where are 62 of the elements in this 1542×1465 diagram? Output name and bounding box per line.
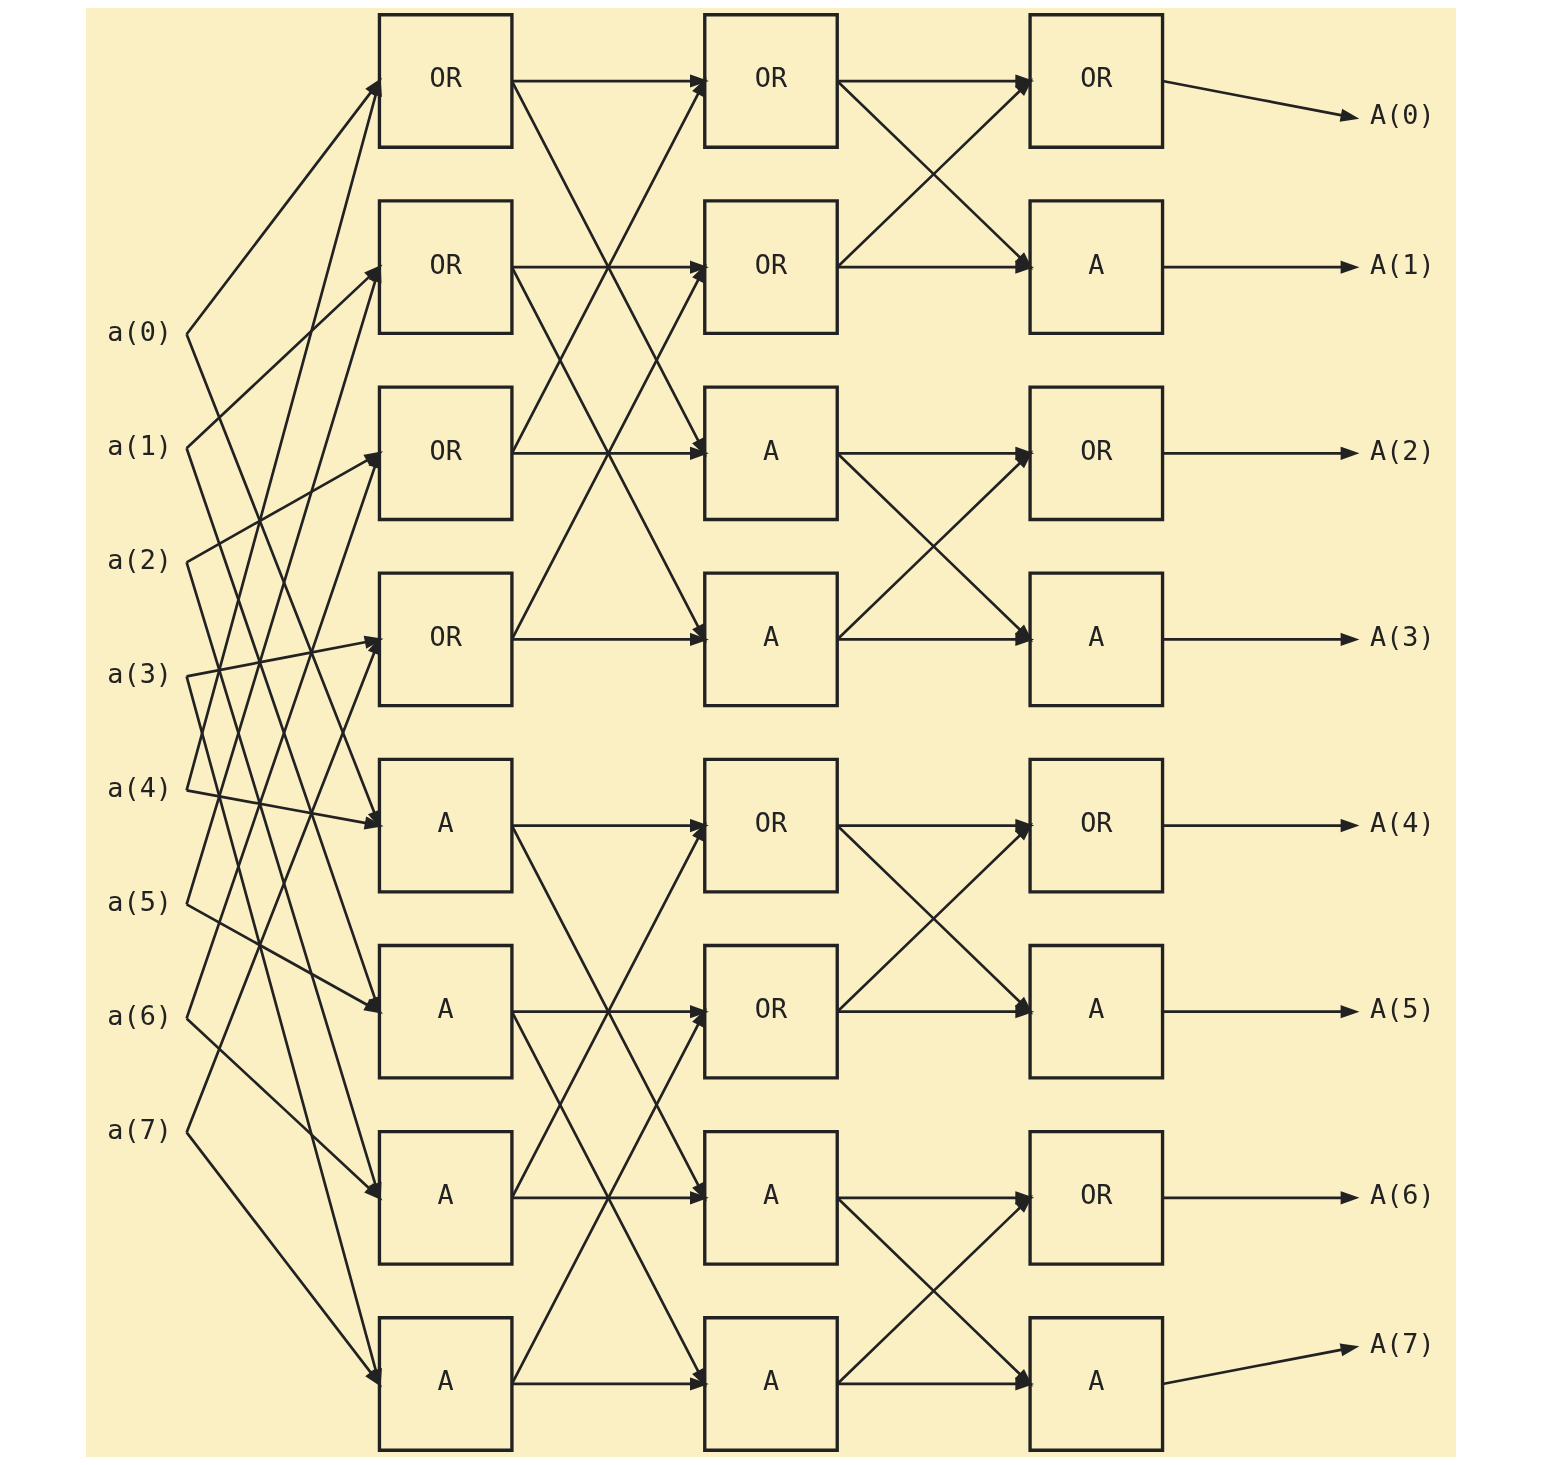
node-text: a(0) (107, 315, 172, 347)
node-text: a(2) (107, 543, 172, 575)
node-box: OR (1028, 1129, 1165, 1266)
node-text: a(1) (107, 429, 172, 461)
node-box: A (703, 385, 839, 522)
arrow (1162, 446, 1360, 460)
arrow (511, 632, 709, 646)
arrow (837, 260, 1035, 274)
node-text: A(7) (1370, 1328, 1435, 1360)
node-box: A (703, 571, 839, 708)
arrow (837, 1377, 1035, 1391)
node-box: OR (703, 757, 839, 894)
node-box: OR (703, 199, 839, 336)
node-box: OR (703, 13, 839, 149)
node-text: a(6) (107, 999, 172, 1031)
arrow (511, 819, 709, 833)
node-text: A(2) (1370, 434, 1435, 466)
node-text: A(6) (1370, 1179, 1435, 1211)
arrow (1162, 260, 1360, 274)
node-text: A(4) (1370, 806, 1435, 838)
node-box: OR (703, 943, 839, 1080)
arrow (511, 446, 709, 460)
arrow (1162, 1343, 1360, 1386)
arrow (1162, 819, 1360, 833)
node-box: A (1028, 943, 1165, 1080)
node-text: A(3) (1370, 620, 1435, 652)
arrow (511, 1191, 709, 1205)
node-box: A (703, 1316, 839, 1452)
arrow (511, 260, 709, 274)
node-box: A (377, 1129, 514, 1266)
arrow (1162, 79, 1360, 122)
node-box: A (1028, 571, 1165, 708)
arrow (1162, 1005, 1360, 1019)
arrow (1162, 632, 1360, 646)
arrow (186, 789, 384, 830)
node-box: A (377, 1316, 514, 1452)
node-text: A(0) (1370, 99, 1435, 131)
arrow (511, 1005, 709, 1019)
node-text: a(5) (107, 885, 172, 917)
node-box: A (703, 1129, 839, 1266)
node-box: OR (377, 385, 514, 522)
node-text: A(1) (1370, 248, 1435, 280)
node-box: A (377, 757, 514, 894)
node-text: a(4) (107, 771, 172, 803)
node-box: A (1028, 199, 1165, 336)
node-text: a(7) (107, 1113, 172, 1145)
node-text: A(5) (1370, 993, 1435, 1025)
arrow (511, 74, 709, 88)
node-box: A (377, 943, 514, 1080)
arrow (1162, 1191, 1360, 1205)
node-box: OR (1028, 13, 1165, 149)
node-box: OR (377, 571, 514, 708)
arrow (186, 635, 384, 678)
arrow (837, 1005, 1035, 1019)
node-text: a(3) (107, 657, 172, 689)
node-box: OR (1028, 385, 1165, 522)
arrow (837, 632, 1035, 646)
node-box: OR (377, 199, 514, 336)
node-box: OR (377, 13, 514, 149)
node-box: OR (1028, 757, 1165, 894)
arrow (511, 1377, 709, 1391)
node-box: A (1028, 1316, 1165, 1452)
